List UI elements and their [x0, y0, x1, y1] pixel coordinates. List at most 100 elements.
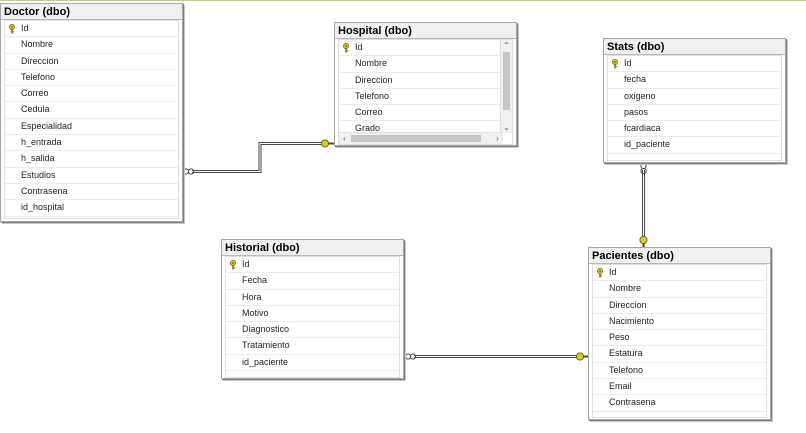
- field-row[interactable]: Estatura: [593, 346, 766, 363]
- field-row[interactable]: Direccion: [339, 73, 500, 89]
- field-row[interactable]: Fecha: [226, 273, 399, 290]
- key-endpoint-icon: [576, 352, 589, 361]
- key-endpoint-icon: [320, 139, 334, 148]
- table-title-stats[interactable]: Stats (dbo): [604, 39, 785, 55]
- key-icon: [229, 260, 237, 270]
- field-row[interactable]: Hora: [226, 290, 399, 306]
- field-row[interactable]: id_hospital: [5, 200, 178, 217]
- table-title-historial[interactable]: Historial (dbo): [222, 240, 403, 256]
- vertical-scrollbar[interactable]: ⌃ ⌄: [500, 40, 512, 133]
- field-row[interactable]: Id: [5, 21, 178, 38]
- key-endpoint-icon: [639, 235, 648, 248]
- field-row[interactable]: pasos: [608, 105, 781, 122]
- field-name: Contrasena: [21, 185, 68, 196]
- field-name: Id: [21, 23, 29, 33]
- field-row[interactable]: Nombre: [593, 281, 766, 298]
- field-list-doctor: Id Nombre Direccion Telefono Correo Cedu…: [4, 20, 179, 219]
- chevron-right-icon[interactable]: ›: [496, 134, 499, 143]
- field-row[interactable]: Estudios: [5, 168, 178, 184]
- field-name: Correo: [21, 88, 49, 99]
- field-row[interactable]: Direccion: [5, 54, 178, 70]
- field-row[interactable]: Id: [339, 40, 500, 57]
- field-row-empty[interactable]: [593, 412, 766, 427]
- field-name: Id: [609, 267, 617, 277]
- field-row[interactable]: Cedula: [5, 102, 178, 119]
- field-row[interactable]: Nombre: [5, 37, 178, 54]
- field-name: Direccion: [21, 55, 59, 66]
- scrollbar-thumb[interactable]: [351, 135, 481, 142]
- field-name: Id: [624, 58, 632, 68]
- field-row[interactable]: Correo: [339, 105, 500, 122]
- field-row[interactable]: fcardiaca: [608, 121, 781, 138]
- field-name: Direccion: [609, 299, 647, 310]
- field-name: Id: [242, 259, 250, 269]
- field-row[interactable]: Direccion: [593, 298, 766, 314]
- field-row[interactable]: Telefono: [339, 89, 500, 106]
- field-name: Nacimiento: [609, 315, 655, 326]
- field-row[interactable]: h_entrada: [5, 135, 178, 152]
- table-stats[interactable]: Stats (dbo) Id fecha oxigeno pasos fcard…: [603, 38, 786, 163]
- field-name: Telefono: [355, 90, 390, 101]
- field-row[interactable]: Contrasena: [593, 395, 766, 412]
- field-list-pacientes: Id Nombre Direccion Nacimiento Peso Esta…: [592, 264, 767, 418]
- infinity-endpoint-icon: [182, 168, 195, 175]
- field-row[interactable]: Telefono: [5, 70, 178, 87]
- field-row[interactable]: oxigeno: [608, 89, 781, 105]
- field-name: Especialidad: [21, 120, 73, 131]
- field-row-empty[interactable]: [226, 371, 399, 386]
- field-name: Telefono: [21, 71, 56, 82]
- field-row[interactable]: Id: [226, 257, 399, 274]
- field-name: Estudios: [21, 169, 56, 180]
- table-hospital[interactable]: Hospital (dbo) Id Nombre Direccion Telef…: [334, 22, 517, 146]
- table-historial[interactable]: Historial (dbo) Id Fecha Hora Motivo Dia…: [221, 239, 404, 379]
- field-name: Cedula: [21, 104, 50, 115]
- field-row[interactable]: Tratamiento: [226, 338, 399, 355]
- field-name: id_hospital: [21, 202, 65, 213]
- chevron-down-icon[interactable]: ⌄: [503, 123, 510, 132]
- field-name: Motivo: [242, 307, 269, 318]
- table-title-doctor[interactable]: Doctor (dbo): [1, 4, 182, 20]
- field-row[interactable]: Motivo: [226, 306, 399, 323]
- field-row[interactable]: h_salida: [5, 151, 178, 168]
- field-name: Estatura: [609, 348, 643, 359]
- horizontal-scrollbar[interactable]: ‹ ›: [339, 132, 503, 144]
- field-name: Contrasena: [609, 397, 656, 408]
- field-row[interactable]: Id: [593, 265, 766, 282]
- field-name: h_entrada: [21, 137, 62, 148]
- field-row-empty[interactable]: [608, 154, 781, 169]
- field-row[interactable]: Id: [608, 56, 781, 73]
- field-row[interactable]: Correo: [5, 86, 178, 103]
- field-name: fcardiaca: [624, 123, 661, 134]
- window-top-border: [0, 0, 806, 1]
- field-row[interactable]: Diagnostico: [226, 322, 399, 339]
- table-title-hospital[interactable]: Hospital (dbo): [335, 23, 516, 39]
- field-name: Id: [355, 42, 363, 52]
- infinity-endpoint-icon: [404, 353, 417, 360]
- field-row[interactable]: Email: [593, 379, 766, 396]
- field-row[interactable]: Peso: [593, 330, 766, 347]
- field-name: fecha: [624, 74, 647, 85]
- field-row[interactable]: Contrasena: [5, 184, 178, 201]
- field-row[interactable]: Nacimiento: [593, 314, 766, 331]
- key-icon: [611, 59, 619, 69]
- table-doctor[interactable]: Doctor (dbo) Id Nombre Direccion Telefon…: [0, 3, 183, 222]
- field-name: Fecha: [242, 275, 268, 286]
- field-row[interactable]: fecha: [608, 72, 781, 89]
- field-row[interactable]: id_paciente: [608, 137, 781, 154]
- field-row[interactable]: id_paciente: [226, 355, 399, 372]
- field-name: Tratamiento: [242, 340, 290, 351]
- table-title-pacientes[interactable]: Pacientes (dbo): [589, 248, 770, 264]
- field-name: oxigeno: [624, 90, 656, 101]
- table-pacientes[interactable]: Pacientes (dbo) Id Nombre Direccion Naci…: [588, 247, 771, 420]
- chevron-left-icon[interactable]: ‹: [343, 134, 346, 143]
- chevron-up-icon[interactable]: ⌃: [503, 41, 510, 50]
- field-row[interactable]: Telefono: [593, 363, 766, 380]
- field-row[interactable]: Nombre: [339, 56, 500, 73]
- field-row-empty[interactable]: [5, 217, 178, 232]
- field-name: Grado: [355, 123, 381, 134]
- scrollbar-thumb[interactable]: [503, 52, 510, 110]
- field-name: Telefono: [609, 364, 644, 375]
- field-name: h_salida: [21, 153, 55, 164]
- key-icon: [596, 268, 604, 278]
- field-row[interactable]: Especialidad: [5, 119, 178, 136]
